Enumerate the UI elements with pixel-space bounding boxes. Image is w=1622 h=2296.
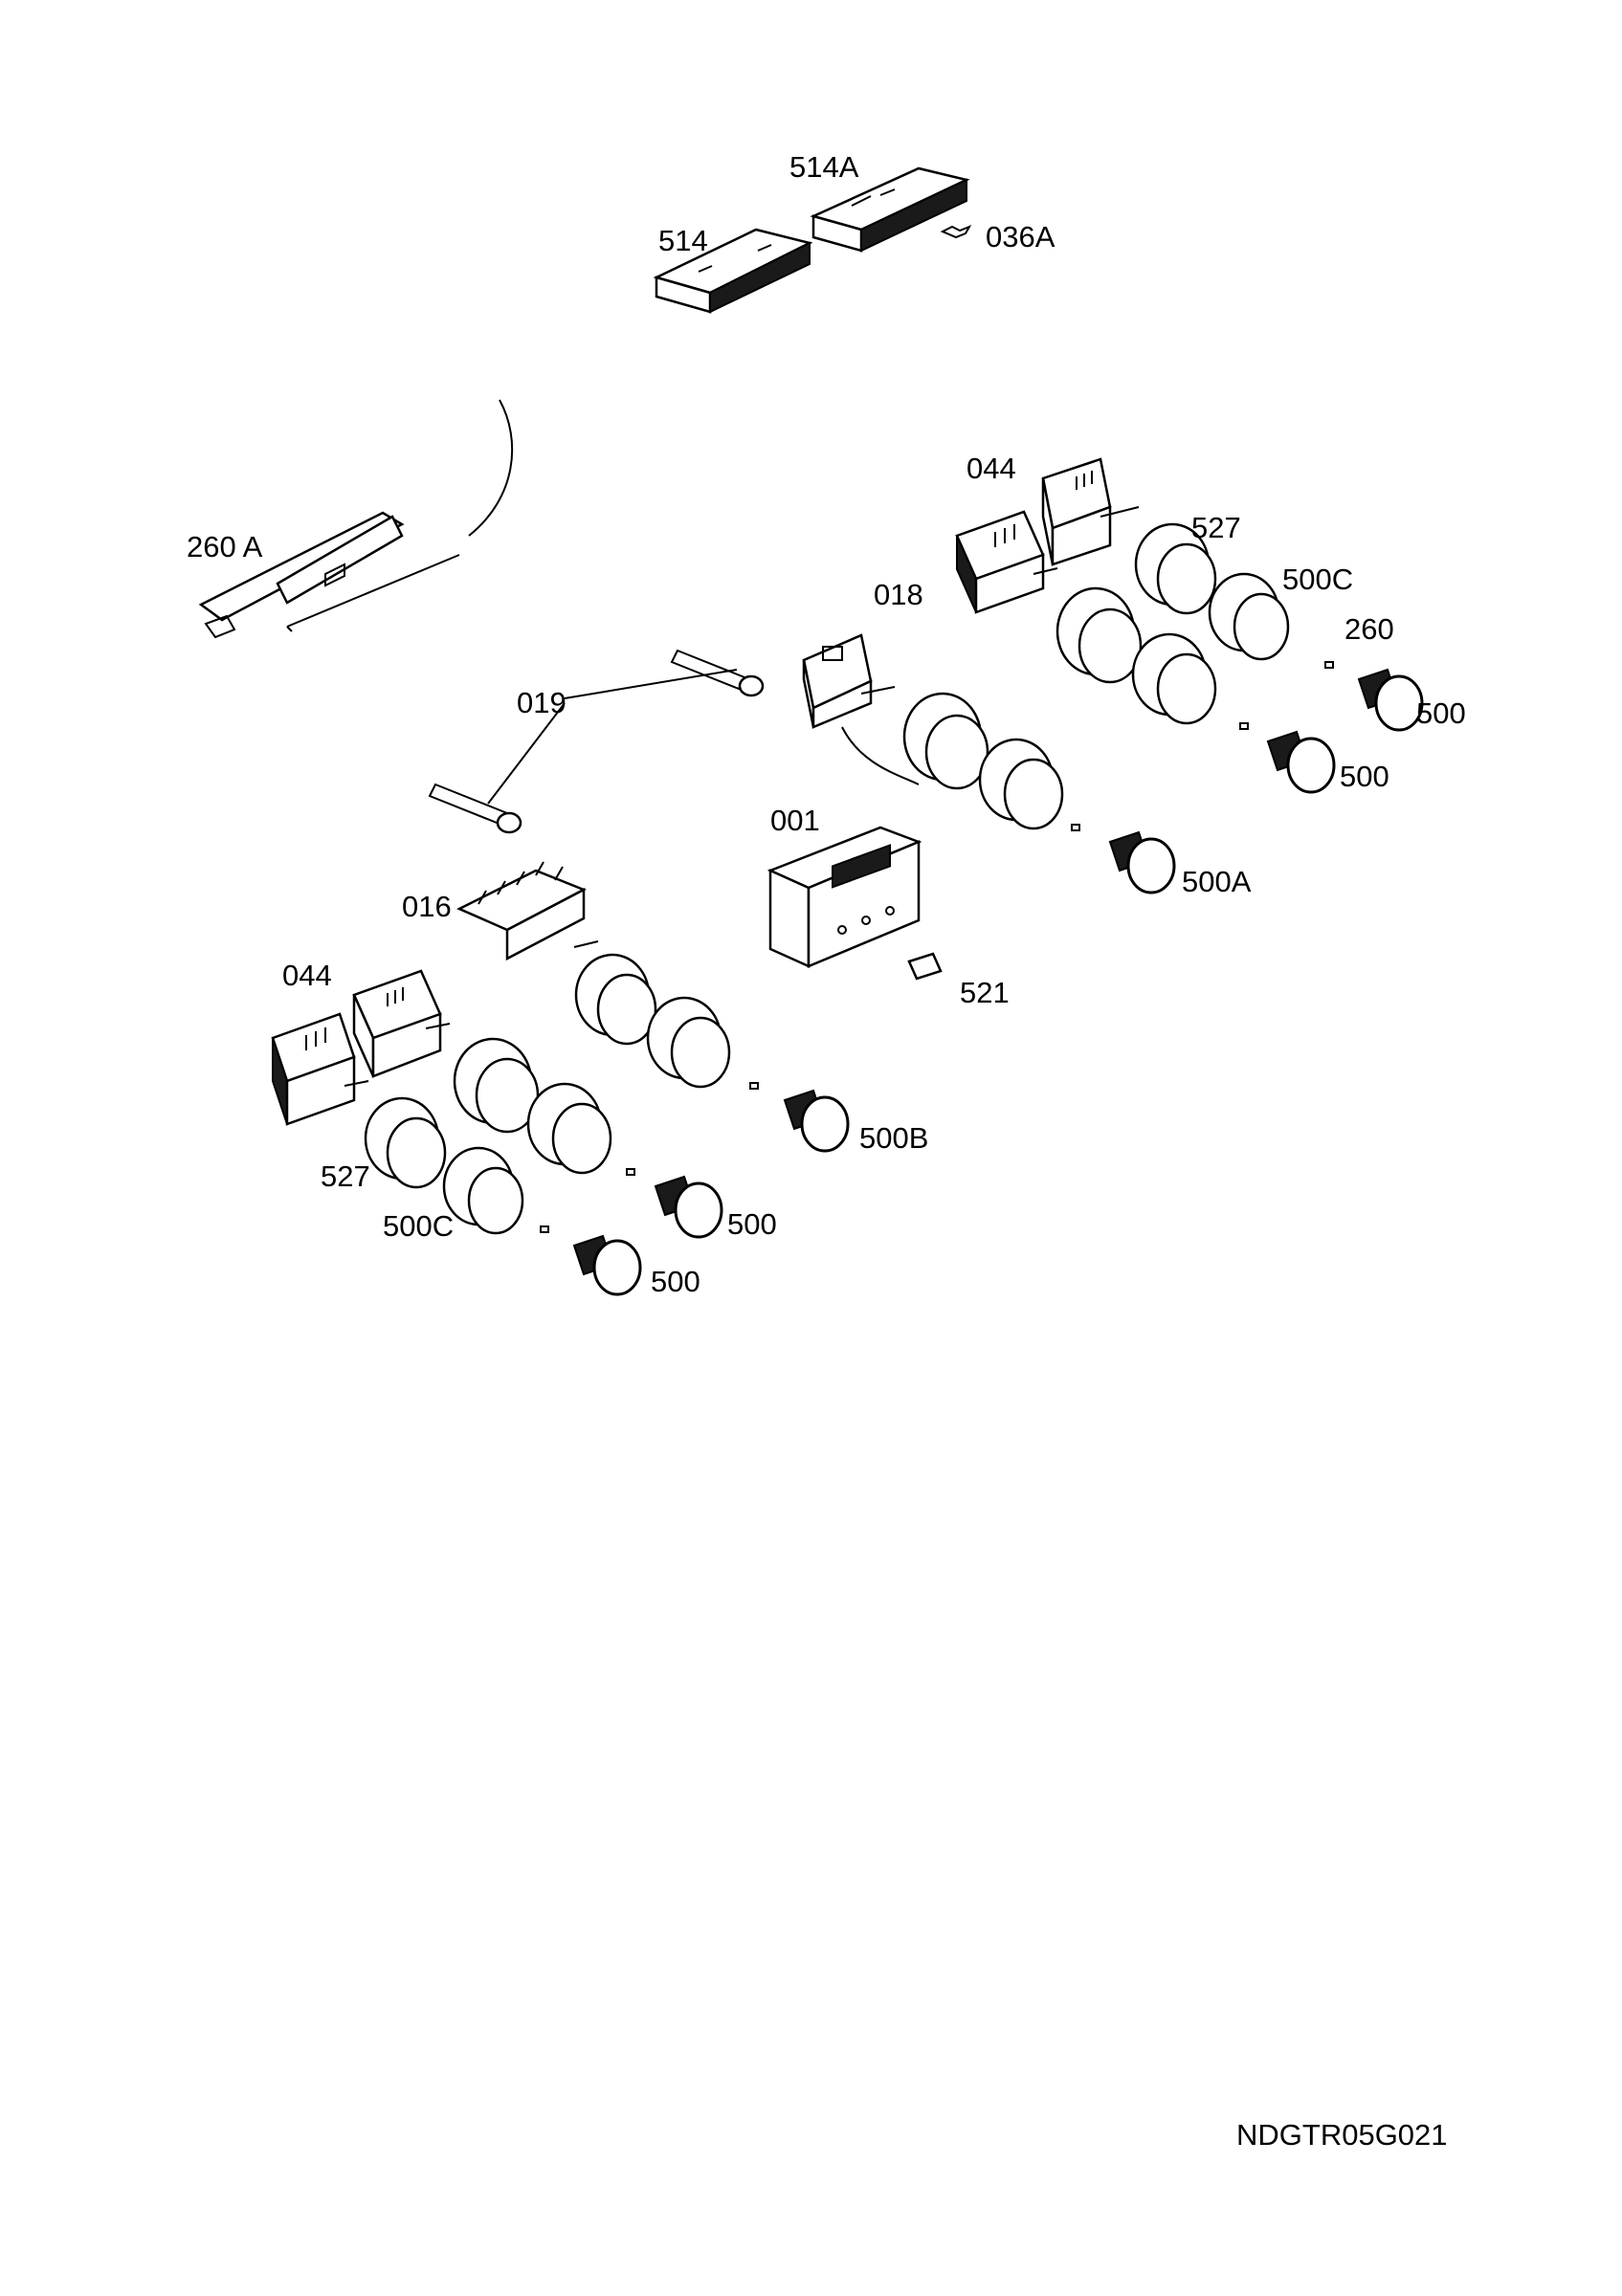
bezel-044-b2 [526,1082,612,1175]
label-514: 514 [658,224,708,257]
bracket-260A [198,399,514,639]
label-019: 019 [517,686,567,719]
bezel-500C-top [1208,572,1290,661]
drawing-code: NDGTR05G021 [1236,2118,1448,2152]
bezel-044-b1 [453,1037,540,1134]
bezel-016-2 [646,996,731,1089]
terminal-block-514A [810,166,970,253]
knob-500-r1 [1324,661,1424,732]
label-260: 260 [1344,612,1394,646]
controller-018 [802,633,920,785]
label-018: 018 [874,578,923,611]
bezel-mid-2 [1131,632,1217,725]
bezel-016-1 [574,953,657,1046]
label-514A: 514A [789,150,859,184]
bezel-mid-1 [1055,586,1143,684]
label-016: 016 [402,890,452,923]
knob-500A [1071,824,1176,894]
label-500C-bottom: 500C [383,1209,454,1243]
label-500-r1: 500 [1416,696,1466,730]
label-500-r2: 500 [1340,760,1389,793]
thermostat-044-top-back [1041,457,1140,566]
bezel-527-bottom [364,1096,447,1189]
selector-switch-016 [456,861,599,961]
thermostat-044-bottom-front [271,1012,369,1126]
label-500-b2: 500 [651,1265,700,1298]
label-044-bottom: 044 [282,959,332,992]
knob-500B [749,1082,850,1153]
label-500B: 500B [859,1121,928,1155]
knob-500-r2 [1239,722,1336,794]
label-500C-top: 500C [1282,563,1353,596]
label-001: 001 [770,804,820,837]
label-044-top: 044 [967,452,1016,485]
knob-500-b2 [540,1225,642,1296]
bezel-018-1 [902,692,989,790]
label-500A: 500A [1182,865,1252,898]
label-500-b1: 500 [727,1207,777,1241]
bezel-500C-bottom [442,1146,524,1235]
label-527-top: 527 [1191,511,1241,544]
pilot-lamp-019-upper [564,649,765,699]
badge-521 [907,952,943,981]
thermostat-044-bottom-back [352,969,451,1078]
terminal-block-514 [653,228,813,314]
label-260A: 260 A [187,530,263,563]
clip-036A [940,225,972,239]
thermostat-044-top-front [955,510,1058,614]
label-527-bottom: 527 [321,1159,370,1193]
bezel-018-2 [978,738,1064,830]
label-036A: 036A [986,220,1055,254]
pilot-lamp-019-lower [428,702,566,834]
label-521: 521 [960,976,1010,1009]
bezel-527-top [1134,522,1217,615]
knob-500-b1 [626,1168,723,1239]
timer-001 [767,826,922,968]
